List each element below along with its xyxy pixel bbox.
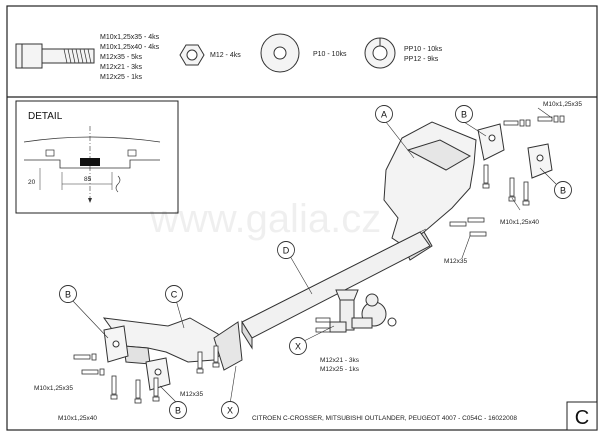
label-left-bolts-bottom: M10x1,25x40	[58, 415, 97, 422]
bolt-spec-2: M10x1,25x40 - 4ks	[100, 44, 160, 51]
bracket-b-left-bottom	[145, 357, 171, 391]
svg-text:C: C	[171, 290, 178, 300]
tow-ball-assembly	[329, 289, 397, 333]
spring-washer-label-1: PP10 - 10ks	[404, 46, 443, 53]
label-right-bolts: M10x1,25x40	[500, 219, 539, 226]
left-bracket-c	[102, 317, 243, 371]
bolt-spec-4: M12x21 - 3ks	[100, 64, 143, 71]
bolt-spec-3: M12x35 - 5ks	[100, 54, 143, 61]
label-left-bolts-top: M10x1,25x35	[34, 385, 73, 392]
washer-label: P10 - 10ks	[313, 51, 347, 58]
bracket-b-right-top	[477, 123, 505, 161]
main-crossbar-d	[241, 228, 431, 350]
callout-b-right: B	[554, 181, 572, 199]
svg-text:B: B	[461, 110, 467, 120]
right-bracket-a	[383, 121, 477, 261]
svg-text:X: X	[295, 342, 301, 352]
sheet-letter-box	[566, 401, 598, 431]
spring-washer-icon	[364, 37, 396, 69]
detail-title: DETAIL	[28, 111, 63, 122]
hex-nut-icon	[179, 44, 205, 66]
callout-x-center: X	[289, 337, 307, 355]
label-ball-bolts-1: M12x21 - 3ks	[320, 357, 360, 364]
svg-text:B: B	[175, 406, 181, 416]
svg-text:A: A	[381, 110, 387, 120]
callout-b-top: B	[455, 105, 473, 123]
detail-dim-width: 85	[84, 176, 92, 183]
label-center-bolts: M12x35	[444, 258, 468, 265]
footer-text: CITROEN C-CROSSER, MITSUBISHI OUTLANDER,…	[252, 415, 517, 422]
sheet-letter: C	[575, 407, 589, 429]
callout-a: A	[375, 105, 393, 123]
bolt-spec-1: M10x1,25x35 - 4ks	[100, 34, 160, 41]
watermark: www.galia.cz	[149, 197, 381, 241]
svg-text:X: X	[227, 406, 233, 416]
label-ball-bolts-2: M12x25 - 1ks	[320, 366, 360, 373]
callout-b-left: B	[59, 285, 77, 303]
svg-text:D: D	[283, 246, 290, 256]
label-left-center-bolts: M12x35	[180, 391, 204, 398]
bolt-icon	[15, 43, 95, 69]
svg-text:B: B	[65, 290, 71, 300]
detail-dim-height: 20	[28, 179, 36, 186]
bolt-spec-5: M12x25 - 1ks	[100, 74, 143, 81]
nut-label: M12 - 4ks	[210, 52, 241, 59]
callout-b-bottom: B	[169, 401, 187, 419]
label-top-right-bolts: M10x1,25x35	[543, 101, 582, 108]
flat-washer-icon	[260, 33, 300, 73]
fastener-bolts	[73, 115, 565, 404]
callout-x-bottom: X	[221, 401, 239, 419]
bolt-spec-list: M10x1,25x35 - 4ks M10x1,25x40 - 4ks M12x…	[100, 34, 160, 81]
callout-c: C	[165, 285, 183, 303]
bracket-b-right-bottom	[527, 143, 553, 179]
bracket-b-left-top	[103, 325, 129, 363]
drawing-frame	[6, 5, 598, 431]
callout-d: D	[277, 241, 295, 259]
spring-washer-label-2: PP12 - 9ks	[404, 56, 439, 63]
detail-box: DETAIL 85 20	[15, 100, 179, 214]
svg-text:B: B	[560, 186, 566, 196]
